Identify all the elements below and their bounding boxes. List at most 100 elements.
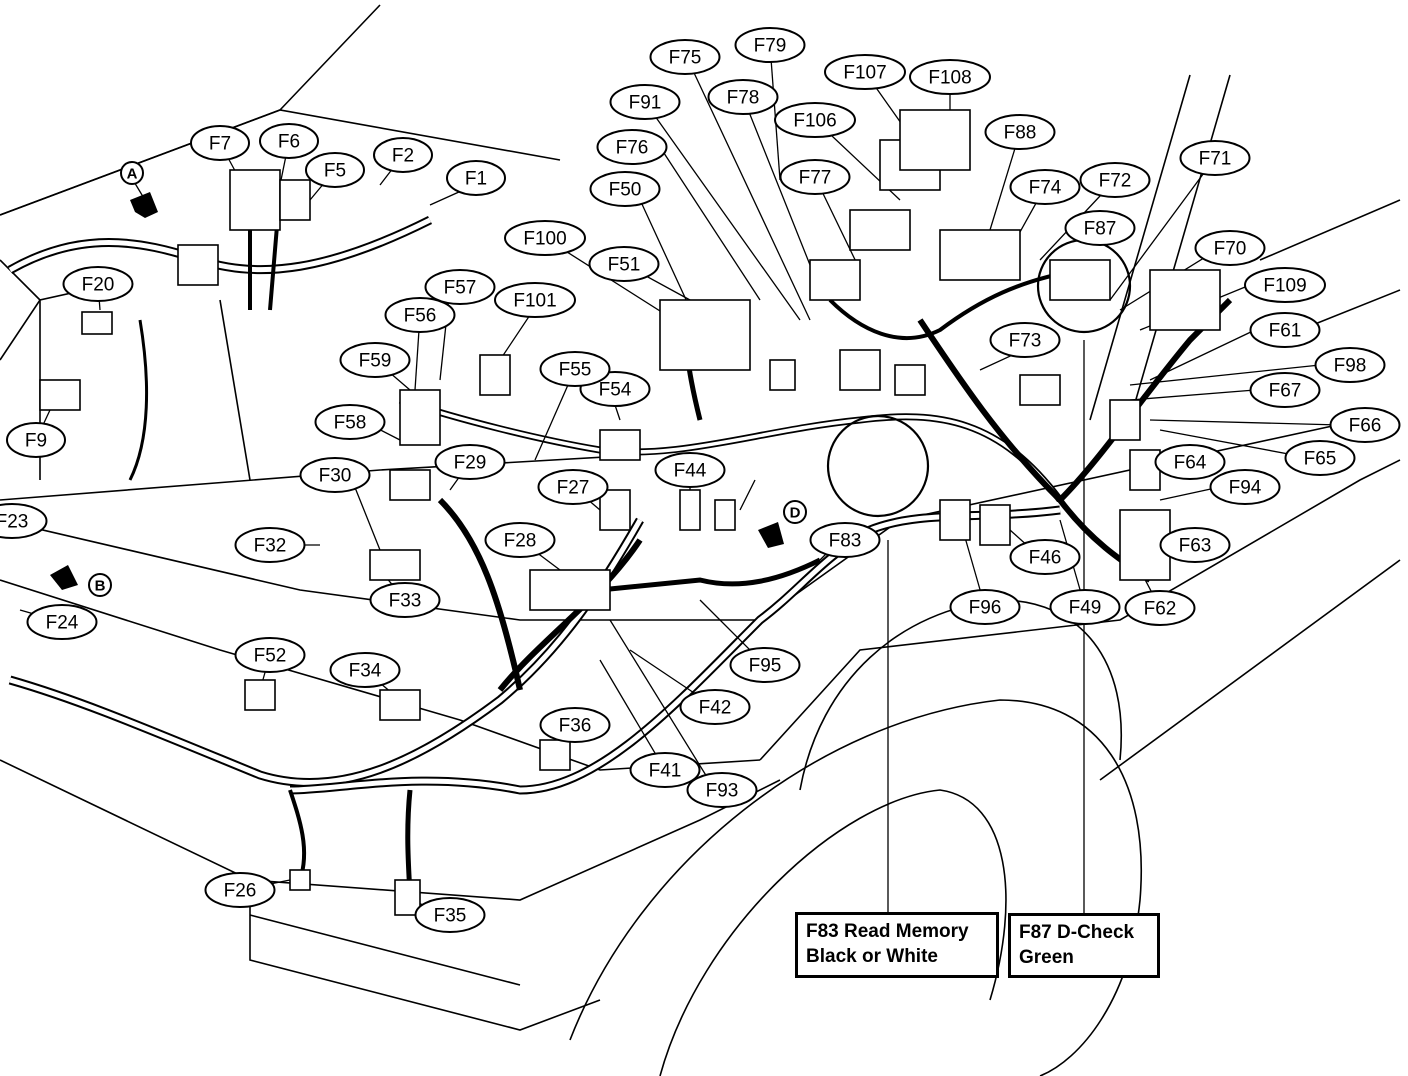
connector-label-f93: F93 [686,772,758,808]
connector-label-oval [1284,440,1356,476]
connector-label-f74: F74 [1009,169,1081,205]
connector-label-f46: F46 [1009,539,1081,575]
connector-label-text: F98 [1334,356,1367,377]
connector-label-f70: F70 [1194,230,1266,266]
connector-label-oval [446,160,506,196]
connector-label-text: F58 [334,413,367,434]
connector-label-f100: F100 [504,220,586,256]
connector-label-text: F93 [706,781,739,802]
connector-label-oval [434,444,506,480]
connector-label-f27: F27 [537,469,609,505]
connector-label-f94: F94 [1209,469,1281,505]
connector-label-text: F56 [404,306,437,327]
connector-label-oval [984,114,1056,150]
arrow-a-icon [130,192,158,218]
connector-label-oval [679,689,751,725]
view-marker-b: B [88,573,112,597]
view-marker-circle [88,573,112,597]
connector-label-text: F77 [799,168,832,189]
connector-label-f95: F95 [729,647,801,683]
connector-label-oval [609,84,681,120]
connector-label-f29: F29 [434,444,506,480]
f87-callout-line2: Green [1019,947,1074,968]
connector-label-oval [1159,527,1231,563]
connector-label-oval [329,652,401,688]
connector-label-text: F33 [389,591,422,612]
connector-label-text: F2 [392,146,414,167]
connector-label-oval [305,152,365,188]
connector-label-oval [373,137,433,173]
connector-label-oval [1314,347,1386,383]
view-marker-d: D [783,500,807,524]
connector-label-text: F72 [1099,171,1132,192]
connector-label-oval [1009,169,1081,205]
connector-label-f65: F65 [1284,440,1356,476]
connector-label-text: F106 [793,111,836,132]
connector-label-oval [774,102,856,138]
f87-callout-box: F87 D-Check Green [1008,913,1160,978]
view-marker-a: A [120,161,144,185]
connector-label-oval [339,342,411,378]
connector-label-f56: F56 [384,297,456,333]
connector-label-oval [62,266,134,302]
connector-label-f59: F59 [339,342,411,378]
connector-label-text: F49 [1069,598,1102,619]
connector-label-f58: F58 [314,404,386,440]
connector-label-oval [539,351,611,387]
connector-label-text: F75 [669,48,702,69]
connector-label-text: F51 [608,255,641,276]
connector-label-oval [299,457,371,493]
connector-label-text: F79 [754,36,787,57]
connector-label-text: F44 [674,461,707,482]
connector-label-f67: F67 [1249,372,1321,408]
connector-label-f6: F6 [259,123,319,159]
connector-label-text: F20 [82,275,115,296]
connector-label-f33: F33 [369,582,441,618]
connector-label-f41: F41 [629,752,701,788]
connector-label-f109: F109 [1244,267,1326,303]
connector-label-oval [588,246,660,282]
connector-label-f76: F76 [596,129,668,165]
connector-label-oval [369,582,441,618]
connector-label-text: F23 [0,512,28,533]
connector-label-text: F73 [1009,331,1042,352]
connector-label-oval [707,79,779,115]
connector-label-f108: F108 [909,59,991,95]
connector-label-oval [539,707,611,743]
connector-label-f88: F88 [984,114,1056,150]
connector-label-f78: F78 [707,79,779,115]
view-marker-text: D [790,505,801,522]
connector-label-text: F63 [1179,536,1212,557]
connector-label-f1: F1 [446,160,506,196]
connector-label-f64: F64 [1154,444,1226,480]
connector-label-text: F30 [319,466,352,487]
connector-label-f36: F36 [539,707,611,743]
connector-label-f35: F35 [414,897,486,933]
connector-label-oval [1154,444,1226,480]
f83-callout-line1: F83 Read Memory [806,921,969,942]
connector-label-text: F28 [504,531,537,552]
connector-label-oval [1244,267,1326,303]
connector-label-oval [779,159,851,195]
connector-label-text: F66 [1349,416,1382,437]
connector-label-text: F34 [349,661,382,682]
connector-label-text: F35 [434,906,467,927]
connector-label-oval [314,404,386,440]
connector-label-text: F24 [46,613,79,634]
connector-label-f5: F5 [305,152,365,188]
connector-label-f75: F75 [649,39,721,75]
connector-label-text: F70 [1214,239,1247,260]
connector-label-oval [1329,407,1401,443]
connector-label-text: F74 [1029,178,1062,199]
connector-label-f63: F63 [1159,527,1231,563]
connector-label-oval [234,527,306,563]
connector-label-f20: F20 [62,266,134,302]
connector-label-oval [596,129,668,165]
connector-label-f32: F32 [234,527,306,563]
connector-label-oval [949,589,1021,625]
f87-callout-line1: F87 D-Check [1019,922,1135,943]
connector-label-oval [494,282,576,318]
connector-label-text: F42 [699,698,732,719]
connector-label-oval [1009,539,1081,575]
